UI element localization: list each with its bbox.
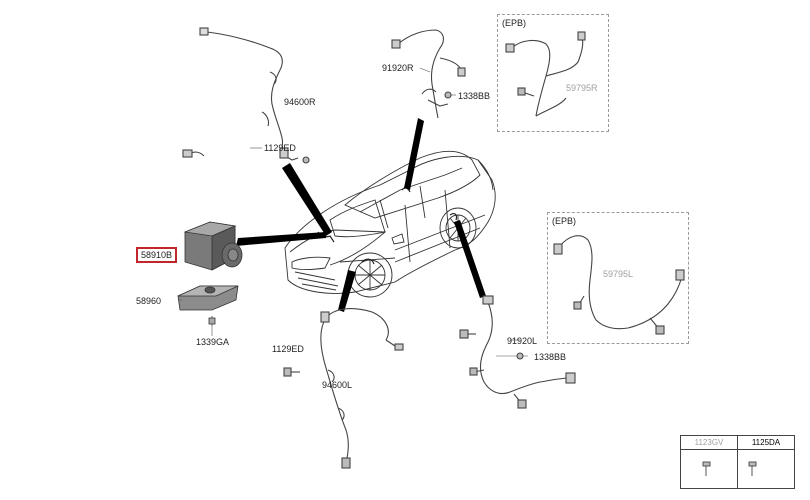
fastener-col-1123gv: 1123GV	[680, 435, 738, 450]
front-right-wheel-sensor-drawing	[182, 27, 310, 164]
epb-detail-box-bottom	[547, 212, 689, 344]
label-59795l: 59795L	[603, 269, 634, 279]
label-91920r: 91920R	[382, 63, 414, 73]
fastener-col-1125da: 1125DA	[737, 435, 795, 450]
label-94600l: 94600L	[322, 380, 353, 390]
epb-right-cable-drawing	[505, 31, 586, 117]
epb-left-cable-drawing	[553, 235, 685, 335]
label-1338bb-rear-left: 1338BB	[534, 352, 567, 362]
hydraulic-unit-drawing	[183, 221, 243, 271]
epb-title-top: (EPB)	[502, 18, 527, 28]
label-1338bb-rear-right: 1338BB	[458, 91, 491, 101]
label-1129ed-front-right: 1129ED	[264, 143, 296, 153]
label-1339ga: 1339GA	[196, 337, 230, 347]
car-illustration	[284, 151, 496, 298]
leader-lines	[178, 67, 528, 357]
fastener-cell-1123gv	[680, 449, 738, 489]
front-left-wheel-sensor-drawing	[283, 308, 404, 469]
pointer-wedges	[236, 118, 486, 312]
label-94600r: 94600R	[284, 97, 316, 107]
label-58910b[interactable]: 58910B	[136, 247, 178, 263]
epb-title-bottom: (EPB)	[552, 216, 577, 226]
label-1129ed-front-left: 1129ED	[272, 344, 304, 354]
rear-right-wheel-sensor-drawing	[391, 29, 466, 119]
fasteners-table: 1123GV 1125DA	[680, 435, 795, 489]
label-59795r: 59795R	[566, 83, 598, 93]
bracket-drawing	[177, 285, 239, 326]
label-58960: 58960	[136, 296, 162, 306]
epb-detail-box-top	[497, 14, 609, 132]
label-91920l: 91920L	[507, 336, 538, 346]
rear-left-wheel-sensor-drawing	[459, 295, 576, 409]
fastener-cell-1125da	[737, 449, 795, 489]
